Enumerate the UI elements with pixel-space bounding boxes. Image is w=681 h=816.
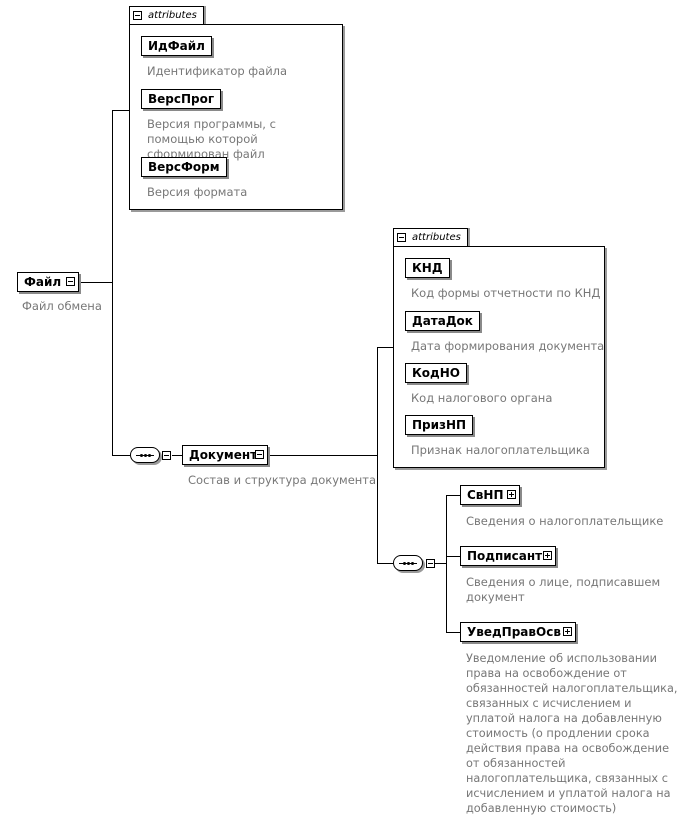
attribute-label: ВерсПрог [148,92,215,106]
expand-icon[interactable] [507,490,516,499]
attributes-tab-label: attributes [412,232,461,243]
attribute-idfile[interactable]: ИдФайл [141,36,212,56]
attribute-label: ИдФайл [148,39,205,53]
element-description: Состав и структура документа [188,473,377,487]
attribute-datadok[interactable]: ДатаДок [405,311,480,331]
attribute-description: Версия программы, с помощью которой сфор… [147,117,276,161]
attributes-group-file [129,24,343,210]
attribute-versform[interactable]: ВерсФорм [141,157,227,177]
attribute-kodno[interactable]: КодНО [405,363,467,383]
attribute-label: ДатаДок [412,314,473,328]
attributes-tab-document[interactable]: attributes [393,228,468,247]
collapse-icon[interactable] [133,11,142,20]
element-label: УведПравОсв [467,625,561,639]
collapse-icon[interactable] [426,559,435,568]
element-description: Сведения о лице, подписавшем документ [466,575,661,604]
attribute-description: Идентификатор файла [147,64,288,78]
attribute-label: ПризНП [412,418,467,432]
element-description: Уведомление об использовании права на ос… [466,652,678,815]
sequence-compositor-icon[interactable] [393,555,423,571]
attribute-label: КодНО [412,366,460,380]
element-label: Документ [189,448,258,462]
attribute-label: ВерсФорм [148,160,220,174]
expand-icon[interactable] [543,551,552,560]
attribute-description: Версия формата [147,185,248,199]
attribute-label: КНД [412,261,443,275]
attribute-description: Код налогового органа [411,391,553,405]
attribute-versprog[interactable]: ВерсПрог [141,89,222,109]
root-element-label: Файл [24,275,62,289]
element-podpisant[interactable]: Подписант [460,546,556,566]
collapse-icon[interactable] [255,450,264,459]
attribute-description: Признак налогоплательщика [411,443,590,457]
attribute-knd[interactable]: КНД [405,258,450,278]
attributes-tab-file[interactable]: attributes [129,6,204,25]
root-element-fayl[interactable]: Файл [17,272,79,292]
collapse-icon[interactable] [162,451,171,460]
collapse-icon[interactable] [397,233,406,242]
attribute-description: Код формы отчетности по КНД [411,286,601,300]
element-uvedpravosv[interactable]: УведПравОсв [460,622,576,642]
collapse-icon[interactable] [66,277,75,286]
element-label: СвНП [467,488,504,502]
element-description: Сведения о налогоплательщике [466,514,664,528]
sequence-compositor-icon[interactable] [130,447,160,463]
expand-icon[interactable] [563,627,572,636]
attribute-description: Дата формирования документа [411,339,605,353]
attributes-tab-label: attributes [148,10,197,21]
root-element-description: Файл обмена [22,299,102,313]
element-svnp[interactable]: СвНП [460,485,520,505]
attribute-priznp[interactable]: ПризНП [405,415,474,435]
element-label: Подписант [467,549,543,563]
element-dokument[interactable]: Документ [182,445,268,465]
